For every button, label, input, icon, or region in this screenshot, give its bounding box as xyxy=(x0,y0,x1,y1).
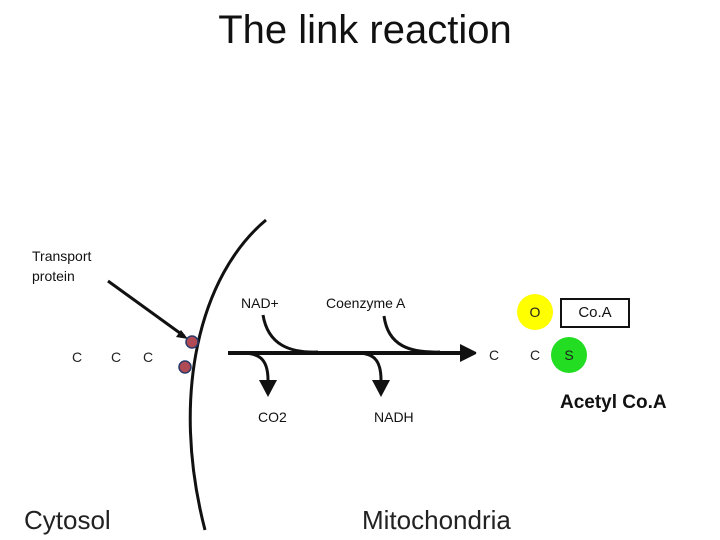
nadh-output-curve xyxy=(355,351,383,381)
transport-protein-dot-bottom xyxy=(178,360,192,374)
pyruvate-carbon-3: C xyxy=(129,338,167,376)
nadh-output-arrowhead xyxy=(372,380,390,397)
nad-input-curve xyxy=(261,314,319,354)
transport-protein-arrowhead xyxy=(176,330,188,339)
mitochondrial-membrane xyxy=(188,218,267,531)
coenzyme-a-label: Coenzyme A xyxy=(326,295,406,311)
page-title: The link reaction xyxy=(218,8,512,52)
coenzyme-a-input-curve xyxy=(382,315,441,354)
pyruvate-carbon-2: C xyxy=(97,338,135,376)
mitochondria-label: Mitochondria xyxy=(362,505,511,535)
transport-protein-label-line1: Transport xyxy=(32,248,92,264)
pyruvate-carbon-1: C xyxy=(58,338,96,376)
transport-protein-label-line2: protein xyxy=(32,268,75,284)
acetyl-oxygen: O xyxy=(517,294,553,330)
cytosol-label: Cytosol xyxy=(24,505,111,535)
nad-plus-label: NAD+ xyxy=(241,295,279,311)
nadh-label: NADH xyxy=(374,409,414,425)
transport-protein-pointer xyxy=(107,279,185,338)
co2-output-curve xyxy=(241,351,270,381)
co2-label: CO2 xyxy=(258,409,287,425)
coa-box: Co.A xyxy=(560,298,630,328)
acetyl-sulfur: S xyxy=(551,337,587,373)
acetyl-carbon-1: C xyxy=(476,337,512,373)
acetyl-coa-label: Acetyl Co.A xyxy=(560,392,667,413)
co2-output-arrowhead xyxy=(259,380,277,397)
main-reaction-arrowhead xyxy=(460,344,478,362)
acetyl-carbon-2: C xyxy=(517,337,553,373)
transport-protein-dot-top xyxy=(185,335,199,349)
